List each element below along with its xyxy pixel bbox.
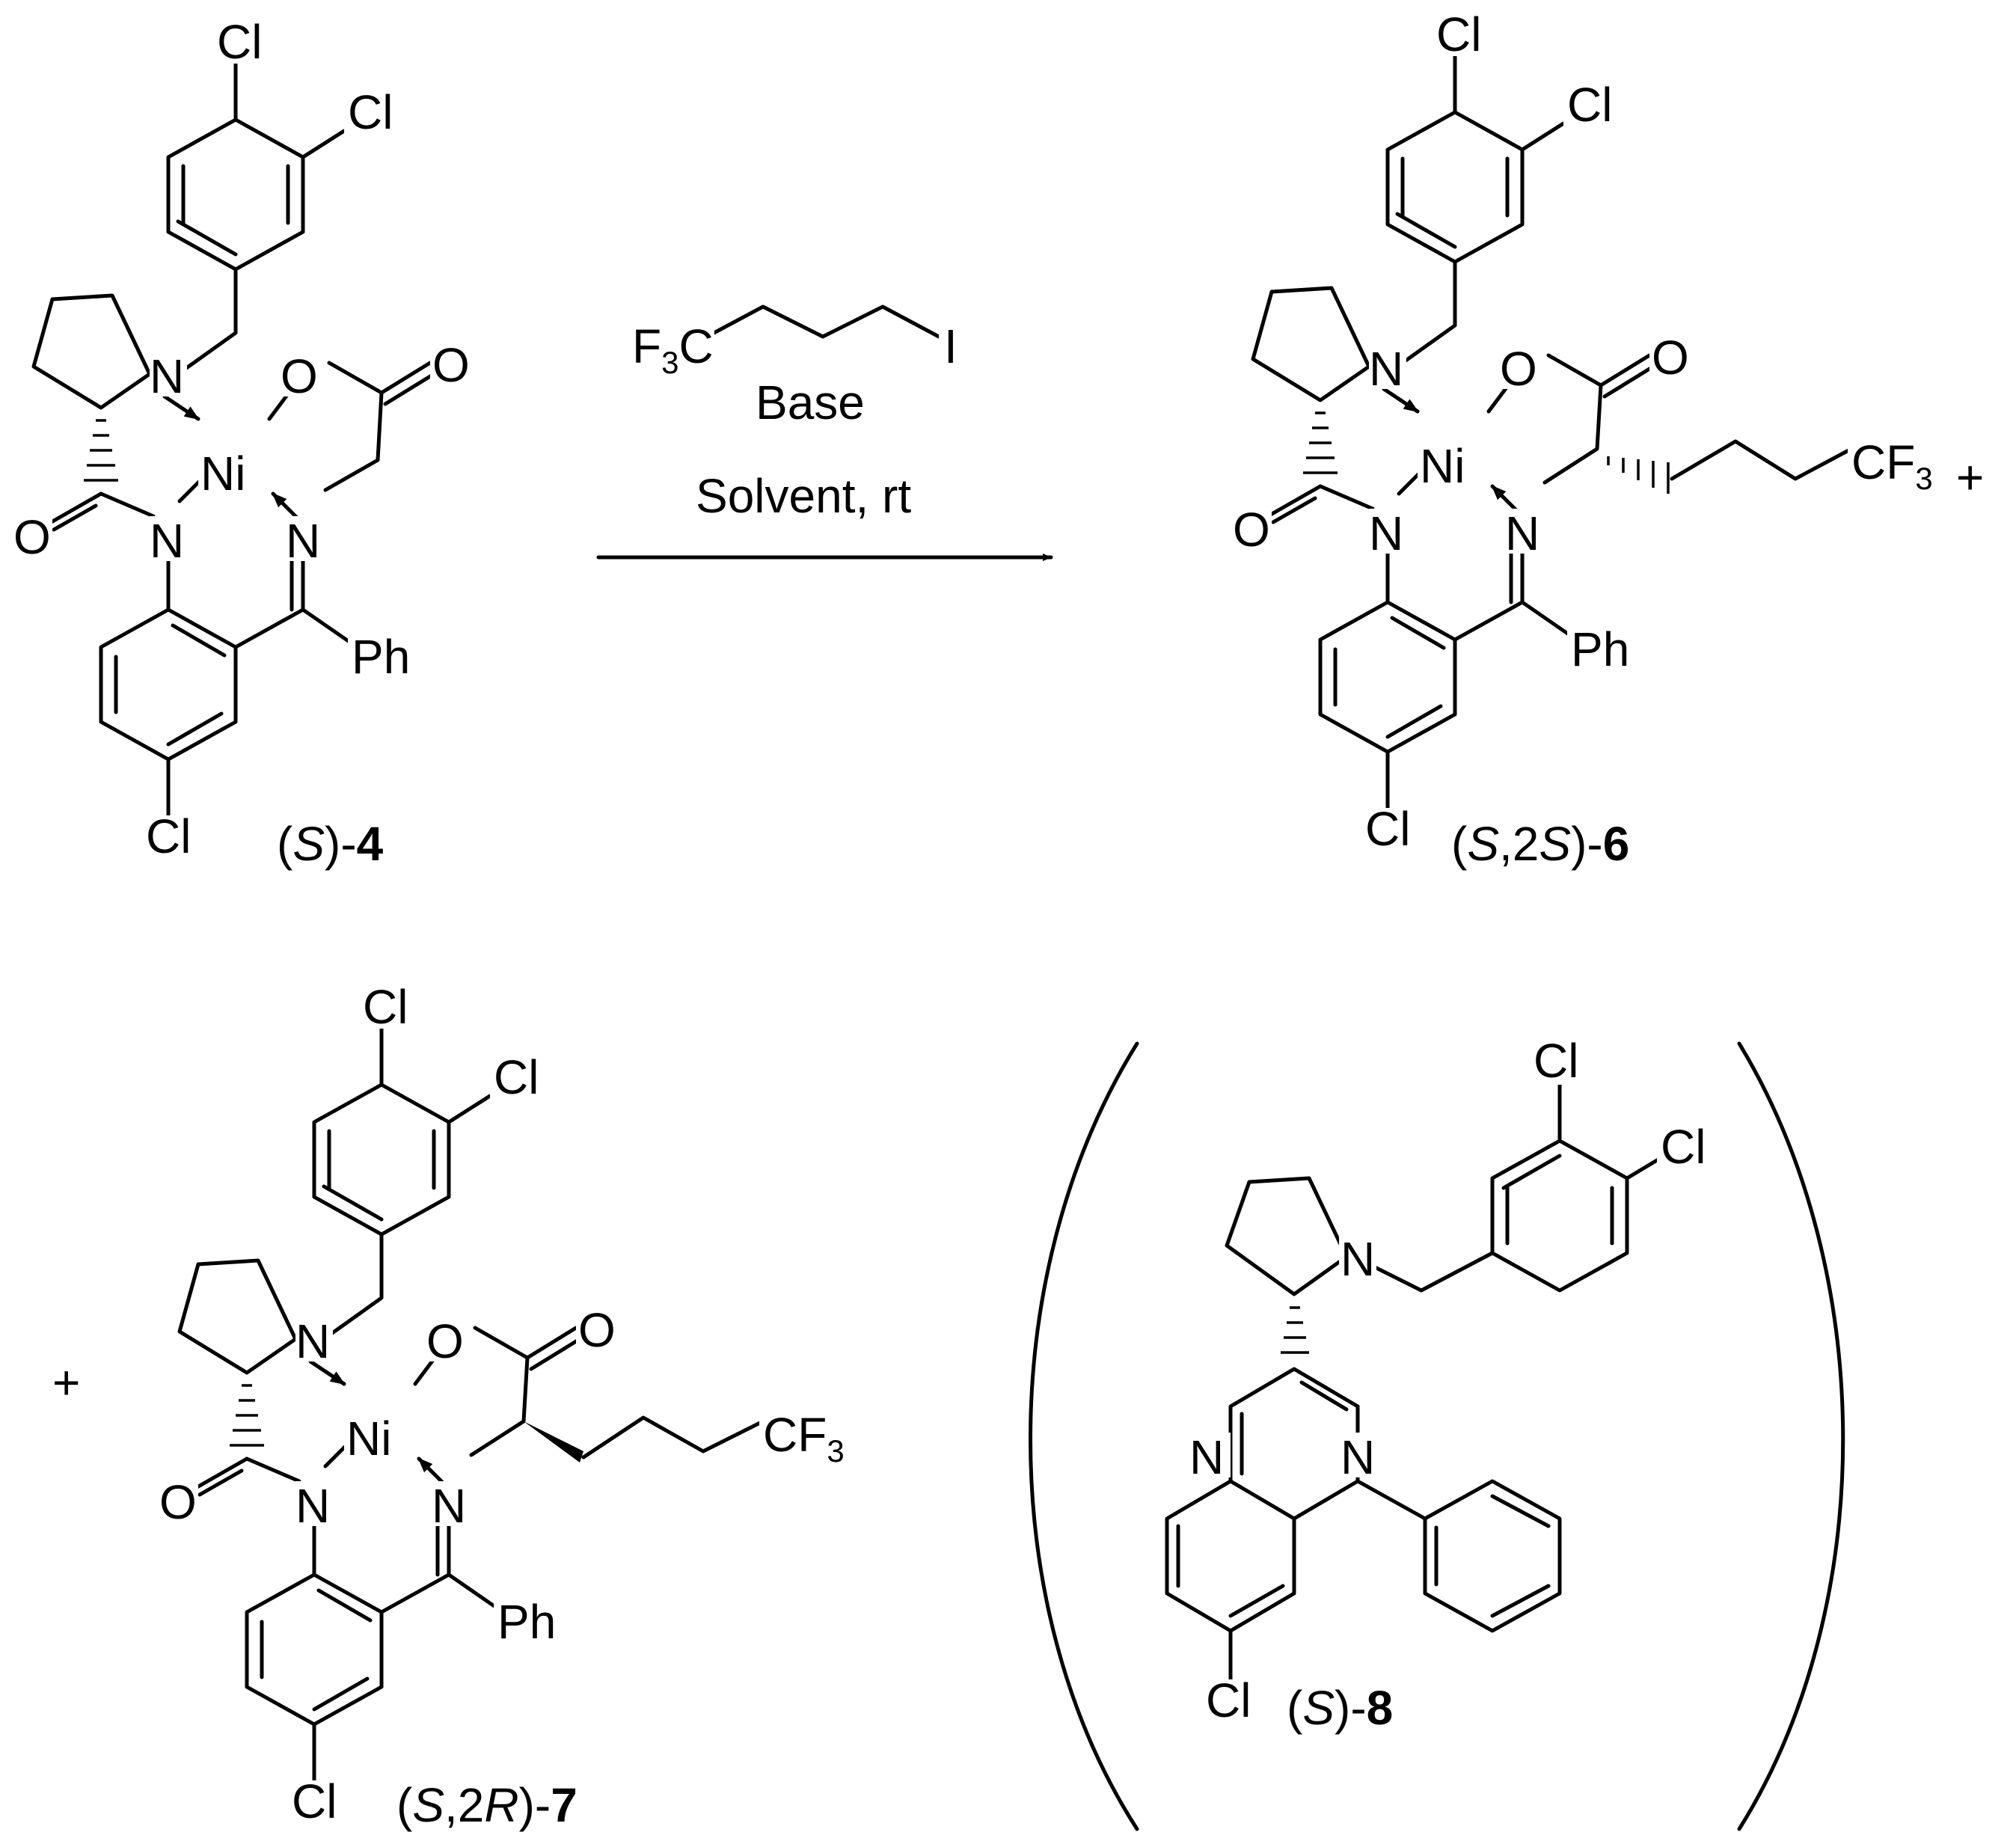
atom-o: O (1652, 331, 1689, 385)
atom-n: N (1369, 342, 1403, 396)
atom-o: O (1233, 503, 1270, 557)
substituent-ph: Ph (352, 630, 410, 684)
label-s8: (S)-8 (1287, 1681, 1393, 1735)
atom-o: O (578, 1303, 616, 1357)
bold-wedge (524, 1421, 583, 1462)
atom-cl: Cl (1206, 1673, 1251, 1727)
label-s4: (S)-4 (277, 817, 384, 871)
atom-cl: Cl (1365, 802, 1410, 856)
atom-n: N (286, 514, 320, 568)
atom-n: N (1341, 1232, 1375, 1286)
atom-o: O (159, 1475, 197, 1529)
atom-o: O (281, 349, 318, 403)
atom-cl: Cl (217, 15, 262, 69)
compound-s2r7: Cl Cl N Ni O O O N N Ph Cl CF3 (S,2R)-7 (157, 980, 853, 1832)
atom-ni: Ni (346, 1412, 391, 1465)
atom-o: O (432, 338, 470, 392)
atom-cl: Cl (348, 85, 393, 139)
group-cf3: CF3 (763, 1408, 845, 1468)
atom-n: N (432, 1479, 466, 1533)
atom-cl: Cl (1534, 1034, 1578, 1088)
atom-cl: Cl (1567, 78, 1612, 132)
plus-sign: + (52, 1356, 80, 1409)
substituent-ph: Ph (1571, 622, 1629, 676)
atom-o: O (1500, 342, 1537, 396)
atom-n: N (295, 1479, 330, 1533)
atom-n: N (150, 349, 184, 403)
plus-sign: + (1956, 450, 1984, 504)
atom-n: N (150, 514, 184, 568)
atom-ni: Ni (200, 447, 245, 500)
label-s2r7: (S,2R)-7 (396, 1778, 577, 1832)
substituent-ph: Ph (497, 1595, 556, 1649)
group-cf3: F3C (632, 319, 714, 380)
group-cf3: CF3 (1851, 435, 1933, 496)
atom-cl: Cl (494, 1050, 539, 1104)
atom-cl: Cl (1661, 1120, 1706, 1174)
hashed-wedge (1607, 456, 1670, 494)
reaction-conditions: F3C I Base Solvent, rt (596, 304, 1053, 561)
atom-n: N (1505, 506, 1539, 560)
trifluorobutyl-iodide (705, 304, 941, 339)
left-parenthesis (1029, 1041, 1139, 1831)
compound-s8: Cl Cl N N N Cl (S)-8 (1029, 1034, 1845, 1831)
atom-n: N (1189, 1430, 1224, 1484)
reagent-solvent: Solvent, rt (696, 469, 911, 523)
compound-s4: Cl Cl N Ni O O O N N Ph Cl (S)-4 (11, 15, 471, 871)
hashed-wedge (1281, 1306, 1309, 1354)
atom-n: N (295, 1314, 330, 1368)
atom-i: I (944, 319, 958, 373)
atom-o: O (426, 1314, 464, 1368)
right-parenthesis (1737, 1041, 1845, 1831)
atom-o: O (13, 510, 51, 564)
reagent-base: Base (756, 376, 865, 429)
label-s2s6: (S,2S)-6 (1451, 817, 1629, 871)
atom-n: N (1341, 1430, 1375, 1484)
atom-n: N (1369, 506, 1403, 560)
compound-s2s6: Cl Cl N Ni O O O N N Ph Cl CF3 (S,2S)-6 (1231, 7, 1941, 871)
atom-cl: Cl (292, 1774, 337, 1828)
atom-cl: Cl (363, 980, 408, 1034)
atom-ni: Ni (1420, 439, 1465, 493)
atom-cl: Cl (1436, 7, 1481, 61)
atom-cl: Cl (146, 809, 191, 863)
